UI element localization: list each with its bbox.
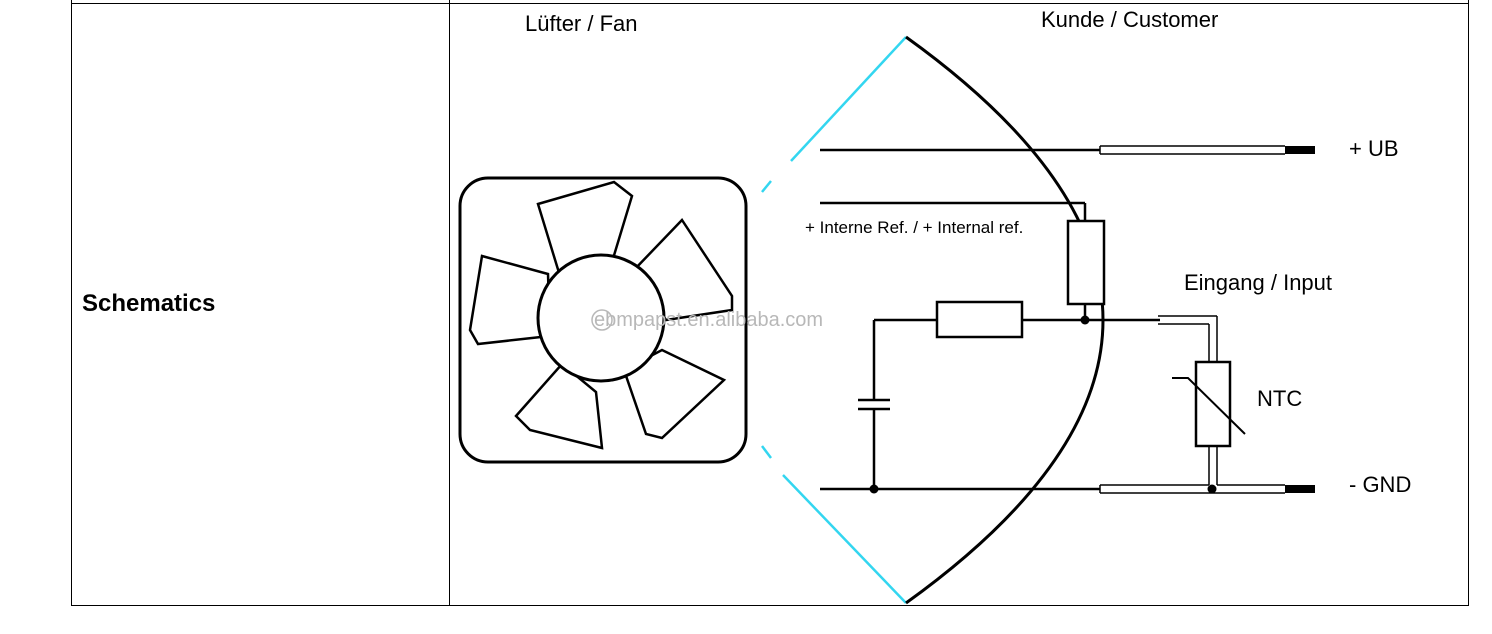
- ntc-label: NTC: [1257, 386, 1302, 411]
- input-label: Eingang / Input: [1184, 270, 1332, 295]
- ntc-thermistor: [1172, 360, 1246, 448]
- fan-icon: [458, 176, 748, 464]
- table-right-border: [1468, 0, 1469, 606]
- reference-resistor: [1066, 219, 1106, 306]
- junction-dot: [1207, 484, 1217, 494]
- table-column-divider: [449, 0, 450, 606]
- ub-wire-end: [1285, 146, 1315, 154]
- series-resistor: [935, 300, 1024, 339]
- gnd-label: - GND: [1349, 472, 1411, 497]
- row-label-schematics: Schematics: [82, 290, 216, 317]
- ub-label: + UB: [1349, 136, 1399, 161]
- watermark: ebmpapst.en.alibaba.com: [591, 309, 823, 331]
- junction-dot: [1080, 315, 1090, 325]
- junction-dot: [869, 484, 879, 494]
- gnd-wire-end: [1285, 485, 1315, 493]
- table-top-border: [71, 3, 1469, 4]
- customer-wires: [1099, 145, 1285, 494]
- watermark-text: ebmpapst.en.alibaba.com: [594, 309, 823, 331]
- table-left-border: [71, 0, 72, 606]
- fan-label: Lüfter / Fan: [525, 11, 638, 36]
- customer-label: Kunde / Customer: [1041, 7, 1218, 32]
- internal-ref-label: + Interne Ref. / + Internal ref.: [805, 218, 1023, 237]
- table-bottom-border: [71, 605, 1469, 606]
- magnifier-lines: [761, 36, 907, 604]
- circuit-wires: [820, 148, 1160, 491]
